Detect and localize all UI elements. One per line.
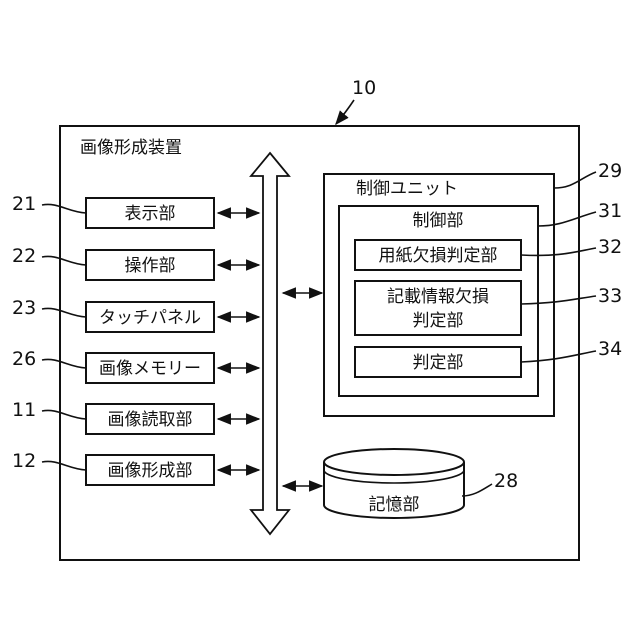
component-label-image-reader: 画像読取部 xyxy=(108,410,193,430)
component-ref-image-former: 12 xyxy=(12,450,36,472)
component-label-touch-panel: タッチパネル xyxy=(99,308,201,328)
component-label-image-memory: 画像メモリー xyxy=(99,359,201,379)
component-label-operation: 操作部 xyxy=(125,256,176,276)
storage-label: 記憶部 xyxy=(369,495,420,515)
component-label-image-former: 画像形成部 xyxy=(108,461,193,481)
component-ref-display: 21 xyxy=(12,193,36,215)
component-ref-image-memory: 26 xyxy=(12,348,36,370)
sub-unit-ref-info-defect: 33 xyxy=(598,285,622,307)
controller-ref: 31 xyxy=(598,200,622,222)
sub-unit-label-info-defect-line1: 記載情報欠損 xyxy=(387,287,489,307)
component-ref-operation: 22 xyxy=(12,245,36,267)
sub-unit-label-judge: 判定部 xyxy=(413,353,464,373)
control-unit-title: 制御ユニット xyxy=(356,179,458,199)
component-label-display: 表示部 xyxy=(125,204,176,224)
device-ref-arrow xyxy=(336,100,354,124)
sub-unit-label-info-defect-line2: 判定部 xyxy=(413,311,464,331)
device-title: 画像形成装置 xyxy=(80,138,182,158)
controller-title: 制御部 xyxy=(413,211,464,231)
component-ref-touch-panel: 23 xyxy=(12,297,36,319)
control-unit-ref: 29 xyxy=(598,160,622,182)
component-ref-image-reader: 11 xyxy=(12,399,36,421)
device-ref: 10 xyxy=(352,77,376,99)
sub-unit-label-paper-defect: 用紙欠損判定部 xyxy=(379,246,498,266)
sub-unit-ref-paper-defect: 32 xyxy=(598,236,622,258)
storage-ref: 28 xyxy=(494,470,518,492)
sub-unit-ref-judge: 34 xyxy=(598,338,622,360)
